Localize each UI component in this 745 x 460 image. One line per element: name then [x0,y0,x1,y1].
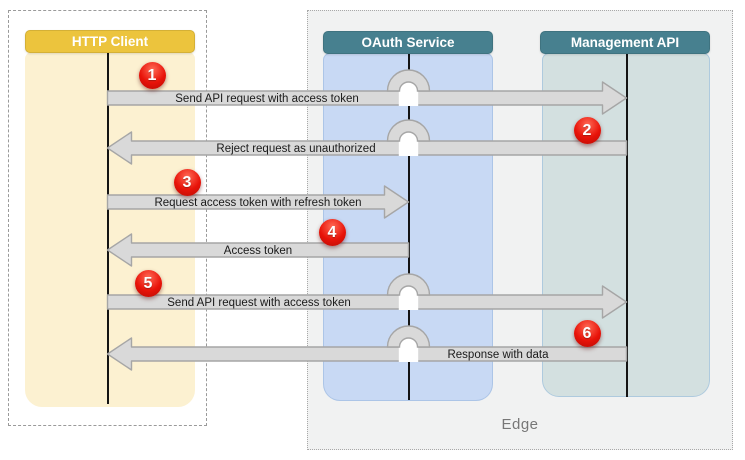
step-badge-1: 1 [138,61,166,89]
lifeline-hop-arc [386,325,431,348]
message-label-3: Request access token with refresh token [154,197,361,209]
message-label-6: Response with data [447,349,549,361]
message-5: Send API request with access token [106,273,628,319]
message-4: Access token [106,233,410,267]
lifeline-hop-inner [399,338,418,347]
message-2: Reject request as unauthorized [106,119,628,165]
lifeline-hop-inner [399,82,418,91]
step-badge-4: 4 [318,218,346,246]
lifeline-hop-gap [398,346,419,362]
management-api-header: Management API [540,31,710,54]
lifeline-hop-arc [386,119,431,142]
message-1: Send API request with access token [106,69,628,115]
step-badge-6: 6 [573,319,601,347]
oauth-service-lifeline [407,53,410,400]
step-badge-3: 3 [173,168,201,196]
lifeline-hop-gap [398,90,419,106]
message-arrow [106,337,628,371]
message-label-1: Send API request with access token [175,93,358,105]
step-badge-2: 2 [573,116,601,144]
oauth-service-header: OAuth Service [323,31,493,54]
message-label-4: Access token [224,245,292,257]
message-arrow [106,185,410,219]
lifeline-hop-arc [386,273,431,296]
lifeline-hop-inner [399,132,418,141]
http-client-header: HTTP Client [25,30,195,53]
oauth-service-title: OAuth Service [361,35,455,50]
message-label-5: Send API request with access token [167,297,350,309]
management-api-title: Management API [570,35,680,50]
http-client-title: HTTP Client [71,34,149,49]
message-6: Response with data [106,325,628,371]
lifeline-hop-gap [398,294,419,310]
message-arrow [106,285,628,319]
message-arrow [106,81,628,115]
lifeline-hop-inner [399,286,418,295]
step-badge-5: 5 [134,269,162,297]
lifeline-hop-gap [398,140,419,156]
lifeline-hop-arc [386,69,431,92]
http-client-lifeline [106,53,109,404]
message-arrow [106,131,628,165]
message-3: Request access token with refresh token [106,185,410,219]
edge-group-label: Edge [501,416,539,433]
message-arrow [106,233,410,267]
management-api-lifeline [625,53,628,397]
message-label-2: Reject request as unauthorized [216,143,375,155]
